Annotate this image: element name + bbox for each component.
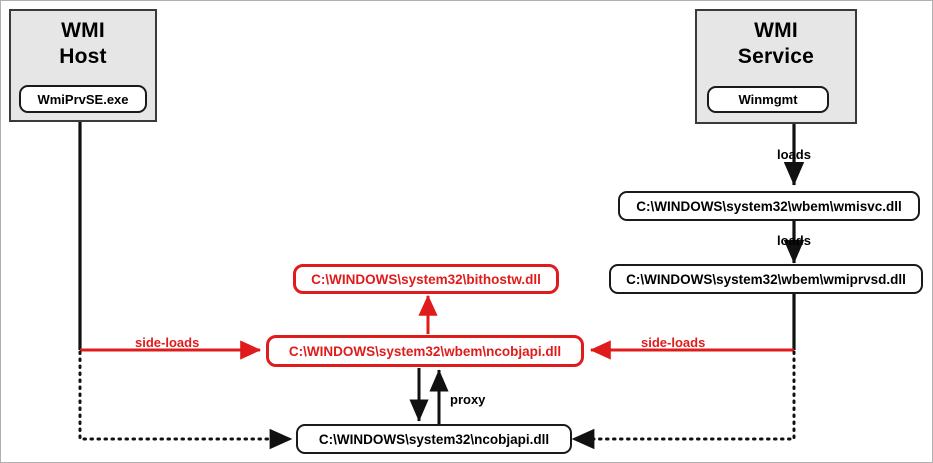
- process-wmiprvse[interactable]: WmiPrvSE.exe: [19, 85, 147, 113]
- node-ncobjapi-wbem-dll-label: C:\WINDOWS\system32\wbem\ncobjapi.dll: [288, 343, 562, 359]
- node-wmisvc-dll[interactable]: C:\WINDOWS\system32\wbem\wmisvc.dll: [618, 191, 920, 221]
- edge-service-to-real-ncobjapi: [571, 350, 796, 450]
- edge-label-sideloads-right-text: side-loads: [641, 335, 706, 350]
- group-wmi-host-title-line1: WMI: [61, 19, 105, 42]
- group-wmi-host-title: WMI Host: [59, 18, 106, 69]
- group-wmi-service-title-line2: Service: [737, 44, 815, 68]
- process-winmgmt[interactable]: Winmgmt: [707, 86, 829, 113]
- edge-label-proxy: proxy: [450, 392, 485, 407]
- node-ncobjapi-wbem-dll[interactable]: C:\WINDOWS\system32\wbem\ncobjapi.dll: [266, 335, 584, 367]
- edge-label-sideloads-right: side-loads: [641, 335, 705, 350]
- edge-label-loads-wmisvc: loads: [777, 147, 811, 162]
- group-wmi-service-title-line1: WMI: [754, 19, 798, 42]
- edge-label-loads-wmiprvsd: loads: [777, 233, 811, 248]
- edge-label-sideloads-left: side-loads: [135, 335, 199, 350]
- process-winmgmt-label: Winmgmt: [738, 92, 798, 107]
- node-ncobjapi-system32-dll-label: C:\WINDOWS\system32\ncobjapi.dll: [318, 431, 550, 447]
- edge-label-loads-wmisvc-text: loads: [777, 147, 811, 162]
- edge-host-to-real-ncobjapi: [78, 350, 293, 450]
- node-bithostw-dll-label: C:\WINDOWS\system32\bithostw.dll: [311, 271, 541, 287]
- node-ncobjapi-system32-dll[interactable]: C:\WINDOWS\system32\ncobjapi.dll: [296, 424, 572, 454]
- edge-label-proxy-text: proxy: [450, 392, 486, 407]
- group-wmi-service-title: WMI Service: [738, 18, 814, 69]
- node-bithostw-dll[interactable]: C:\WINDOWS\system32\bithostw.dll: [293, 264, 559, 294]
- node-wmiprvsd-dll[interactable]: C:\WINDOWS\system32\wbem\wmiprvsd.dll: [609, 264, 923, 294]
- edge-label-sideloads-left-text: side-loads: [135, 335, 200, 350]
- process-wmiprvse-label: WmiPrvSE.exe: [37, 91, 129, 107]
- group-wmi-host-title-line2: Host: [59, 44, 107, 68]
- node-wmisvc-dll-label: C:\WINDOWS\system32\wbem\wmisvc.dll: [636, 198, 902, 214]
- node-wmiprvsd-dll-label: C:\WINDOWS\system32\wbem\wmiprvsd.dll: [626, 271, 906, 287]
- edge-label-loads-wmiprvsd-text: loads: [777, 233, 811, 248]
